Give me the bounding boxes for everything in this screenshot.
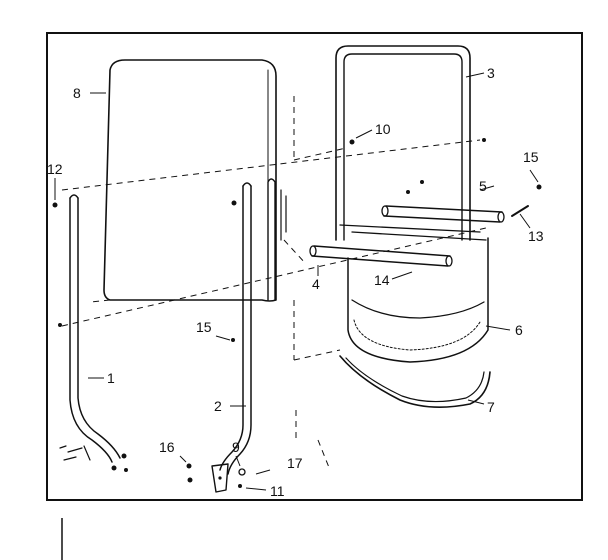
left-foot-washer-icon <box>111 465 117 471</box>
left-foot-nut-icon <box>121 453 127 459</box>
upper-crossbar-left-end <box>381 205 389 217</box>
curved-support-rod-inner <box>345 357 485 403</box>
seat-back-panel <box>103 59 277 302</box>
back-frame <box>335 45 471 241</box>
seat-rail-mid <box>351 231 487 241</box>
seat-sling-hem <box>353 319 481 351</box>
pin-15a-icon <box>231 338 235 342</box>
back-frame-inner <box>343 53 463 241</box>
callout-16: 16 <box>159 439 175 455</box>
left-foot-hardware <box>59 445 91 461</box>
clip-icon <box>420 180 424 184</box>
washer-16b-icon <box>187 477 193 483</box>
upper-crossbar-right-end <box>497 211 505 223</box>
callout-13: 13 <box>528 228 544 244</box>
seat-rail-top <box>339 224 481 233</box>
callout-17: 17 <box>287 455 303 471</box>
callout-2: 2 <box>214 398 222 414</box>
callout-11: 11 <box>270 483 285 499</box>
right-leg <box>219 185 244 471</box>
bolt-13-icon <box>511 205 529 217</box>
callout-15-top: 15 <box>523 149 539 165</box>
callout-5: 5 <box>479 178 487 194</box>
callout-7: 7 <box>487 399 495 415</box>
clip2-icon <box>406 190 410 194</box>
pin-11-icon <box>238 484 242 488</box>
seat-sling-front <box>351 299 485 319</box>
callout-15-mid: 15 <box>196 319 212 335</box>
washer-16-icon <box>186 463 192 469</box>
callout-6: 6 <box>515 322 523 338</box>
leader-lines <box>54 72 539 491</box>
right-leg-inner <box>227 185 252 475</box>
callout-8: 8 <box>73 85 81 101</box>
assembly-guide-lines <box>61 96 487 471</box>
curved-support-rod <box>339 355 491 408</box>
nut-15-icon <box>536 184 542 190</box>
callout-10: 10 <box>375 121 391 137</box>
callout-12: 12 <box>47 161 63 177</box>
callout-1: 1 <box>107 370 115 386</box>
bolt-10-icon <box>349 139 355 145</box>
right-leg-top <box>242 182 252 187</box>
left-leg-top <box>69 194 79 199</box>
panel-tube <box>267 178 276 301</box>
callout-4: 4 <box>312 276 320 292</box>
foot-plate-hole-icon <box>218 476 222 480</box>
cap-17-icon <box>238 468 246 476</box>
lower-crossbar <box>311 245 451 267</box>
left-leg <box>69 197 113 463</box>
rivet-icon <box>58 323 62 327</box>
lower-crossbar-left-end <box>309 245 317 257</box>
diagram-frame <box>46 32 583 501</box>
callout-3: 3 <box>487 65 495 81</box>
seat-sling <box>347 237 489 363</box>
left-foot-bolt-icon <box>124 468 128 472</box>
screw-icon <box>231 200 237 206</box>
upper-crossbar <box>383 205 503 223</box>
right-foot-plate <box>211 463 229 493</box>
bolt-top-icon <box>482 138 486 142</box>
bolt-12-icon <box>52 202 58 208</box>
left-leg-inner <box>77 197 121 459</box>
callout-9: 9 <box>232 439 240 455</box>
panel-clip <box>280 189 287 241</box>
callout-14: 14 <box>374 272 390 288</box>
lower-crossbar-right-end <box>445 255 453 267</box>
